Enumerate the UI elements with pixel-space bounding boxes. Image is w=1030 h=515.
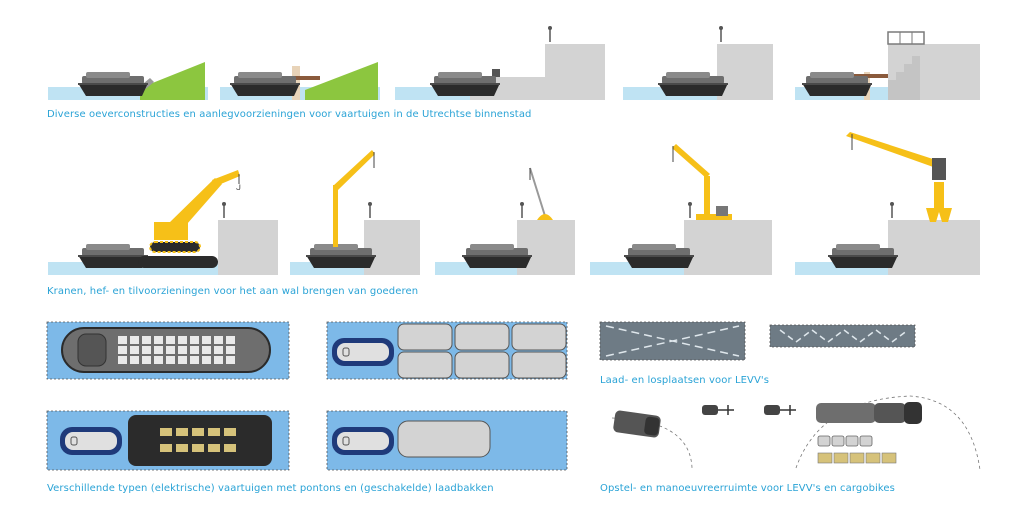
caption-vessels: Verschillende typen (elektrische) vaartu… [47, 483, 494, 494]
quay-section-3 [395, 25, 605, 100]
crane-section-2 [290, 150, 420, 275]
vessel-pontoon-1 [46, 321, 290, 380]
crane-section-5 [795, 132, 980, 275]
vessel-pontoon-2 [326, 321, 568, 380]
caption-quays: Diverse oeverconstructies en aanlegvoorz… [47, 109, 532, 120]
quay-section-2 [220, 62, 380, 100]
caption-cranes: Kranen, hef- en tilvoorzieningen voor he… [47, 286, 419, 297]
vessel-pontoon-4 [326, 410, 568, 471]
quay-section-4 [623, 25, 773, 100]
parking-area [611, 395, 981, 471]
loading-bay-1 [599, 321, 746, 361]
vessel-pontoon-3 [46, 410, 290, 471]
quay-section-5 [795, 31, 980, 100]
caption-loading: Laad- en losplaatsen voor LEVV's [600, 375, 770, 386]
crane-section-1: ᒍ [48, 170, 278, 275]
quay-section-1 [48, 62, 208, 100]
loading-bay-2 [769, 324, 916, 348]
caption-parking: Opstel- en manoeuvreerruimte voor LEVV's… [600, 483, 895, 494]
crane-section-4 [590, 144, 772, 275]
svg-text:ᒍ: ᒍ [236, 183, 241, 192]
crane-section-3 [435, 167, 575, 275]
